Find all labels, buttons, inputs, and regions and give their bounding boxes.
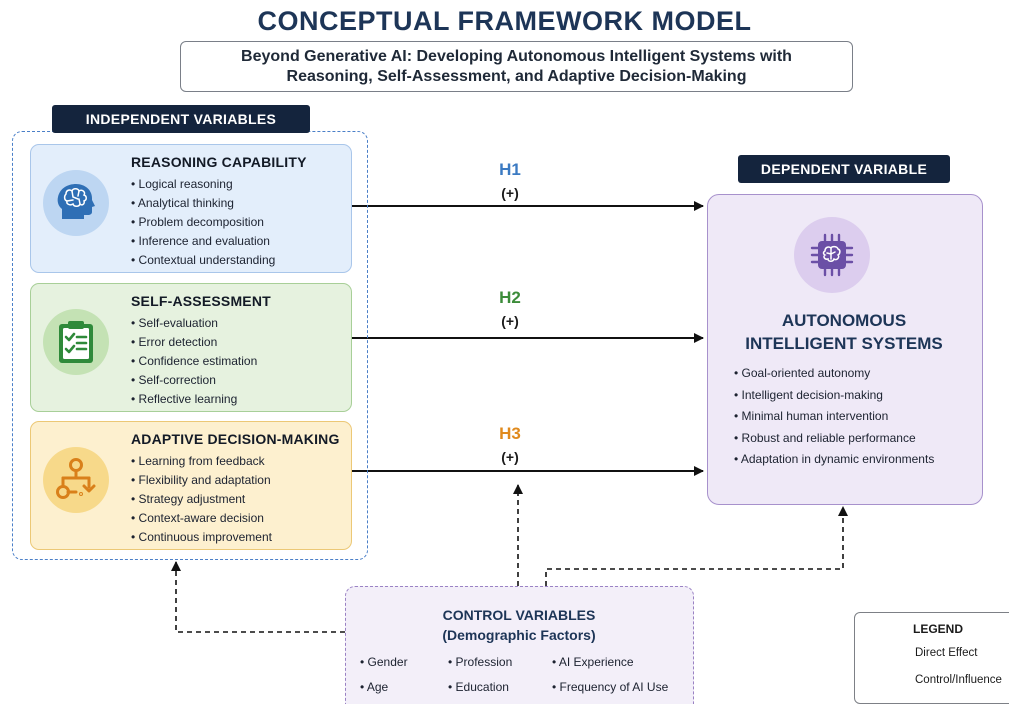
dependent-items: Goal-oriented autonomy Intelligent decis…	[734, 363, 934, 471]
list-item: Goal-oriented autonomy	[734, 363, 934, 385]
legend-direct-label: Direct Effect	[915, 647, 978, 659]
subtitle-box: Beyond Generative AI: Developing Autonom…	[180, 41, 853, 92]
legend-control-label: Control/Influence	[915, 674, 1002, 686]
hypothesis-h1: H1 (+)	[490, 160, 530, 203]
list-item: Adaptation in dynamic environments	[734, 449, 934, 471]
ai-chip-brain-icon	[794, 217, 870, 293]
control-item: Frequency of AI Use	[552, 680, 669, 694]
self-assessment-card: SELF-ASSESSMENT Self-evaluation Error de…	[30, 283, 352, 412]
list-item: Robust and reliable performance	[734, 428, 934, 450]
list-item: Minimal human intervention	[734, 406, 934, 428]
self-assessment-items: Self-evaluation Error detection Confiden…	[131, 314, 258, 409]
control-title-line-2: (Demographic Factors)	[442, 627, 596, 643]
control-item: Profession	[448, 655, 513, 669]
list-item: Inference and evaluation	[131, 232, 275, 251]
control-item: AI Experience	[552, 655, 634, 669]
list-item: Analytical thinking	[131, 194, 275, 213]
list-item: Intelligent decision-making	[734, 385, 934, 407]
control-item: Gender	[360, 655, 408, 669]
control-title-line-1: CONTROL VARIABLES	[442, 607, 596, 623]
decision-flow-icon	[43, 447, 109, 513]
hypothesis-sign: (+)	[501, 313, 519, 329]
card-title: REASONING CAPABILITY	[131, 154, 307, 170]
list-item: Self-correction	[131, 371, 257, 390]
list-item: Confidence estimation	[131, 352, 258, 371]
independent-variables-label: INDEPENDENT VARIABLES	[52, 105, 310, 133]
hypothesis-sign: (+)	[501, 185, 519, 201]
legend-title: LEGEND	[912, 622, 963, 636]
legend: LEGEND Direct Effect Control/Influence	[854, 612, 1009, 704]
hypothesis-label: H3	[499, 424, 521, 443]
card-title: ADAPTIVE DECISION-MAKING	[131, 431, 340, 447]
adaptive-items: Learning from feedback Flexibility and a…	[131, 452, 272, 547]
hypothesis-sign: (+)	[501, 449, 519, 465]
page-title: CONCEPTUAL FRAMEWORK MODEL	[257, 6, 752, 36]
hypothesis-label: H2	[499, 288, 521, 307]
hypothesis-label: H1	[499, 160, 521, 179]
list-item: Reflective learning	[131, 390, 257, 409]
brain-head-icon	[43, 170, 109, 236]
list-item: Error detection	[131, 333, 257, 352]
dependent-title: AUTONOMOUS INTELLIGENT SYSTEMS	[708, 309, 980, 355]
hypothesis-h2: H2 (+)	[490, 288, 530, 331]
dependent-variable-label: DEPENDENT VARIABLE	[738, 155, 950, 183]
list-item: Logical reasoning	[131, 175, 275, 194]
dependent-title-line-2: INTELLIGENT SYSTEMS	[745, 334, 943, 353]
subtitle-line-1: Beyond Generative AI: Developing Autonom…	[241, 47, 792, 65]
list-item: Flexibility and adaptation	[131, 471, 272, 490]
clipboard-checklist-icon	[43, 309, 109, 375]
reasoning-capability-card: REASONING CAPABILITY Logical reasoning A…	[30, 144, 352, 273]
dependent-title-line-1: AUTONOMOUS	[781, 311, 907, 330]
list-item: Contextual understanding	[131, 251, 276, 270]
control-arrow-to-independent	[171, 561, 345, 633]
control-title: CONTROL VARIABLES (Demographic Factors)	[346, 605, 692, 645]
control-arrow-to-dependent	[545, 506, 848, 586]
control-item: Education	[448, 680, 509, 694]
list-item: Context-aware decision	[131, 509, 272, 528]
control-variables-box: CONTROL VARIABLES (Demographic Factors) …	[345, 586, 694, 704]
adaptive-decision-making-card: ADAPTIVE DECISION-MAKING Learning from f…	[30, 421, 352, 550]
list-item: Strategy adjustment	[131, 490, 272, 509]
control-item: Age	[360, 680, 388, 694]
list-item: Continuous improvement	[131, 528, 272, 547]
list-item: Self-evaluation	[131, 314, 257, 333]
subtitle-line-2: Reasoning, Self-Assessment, and Adaptive…	[286, 67, 747, 85]
hypothesis-h3: H3 (+)	[490, 424, 530, 467]
list-item: Learning from feedback	[131, 452, 272, 471]
list-item: Problem decomposition	[131, 213, 275, 232]
reasoning-items: Logical reasoning Analytical thinking Pr…	[131, 175, 275, 270]
card-title: SELF-ASSESSMENT	[131, 293, 271, 309]
autonomous-intelligent-systems-box: AUTONOMOUS INTELLIGENT SYSTEMS Goal-orie…	[707, 194, 983, 505]
